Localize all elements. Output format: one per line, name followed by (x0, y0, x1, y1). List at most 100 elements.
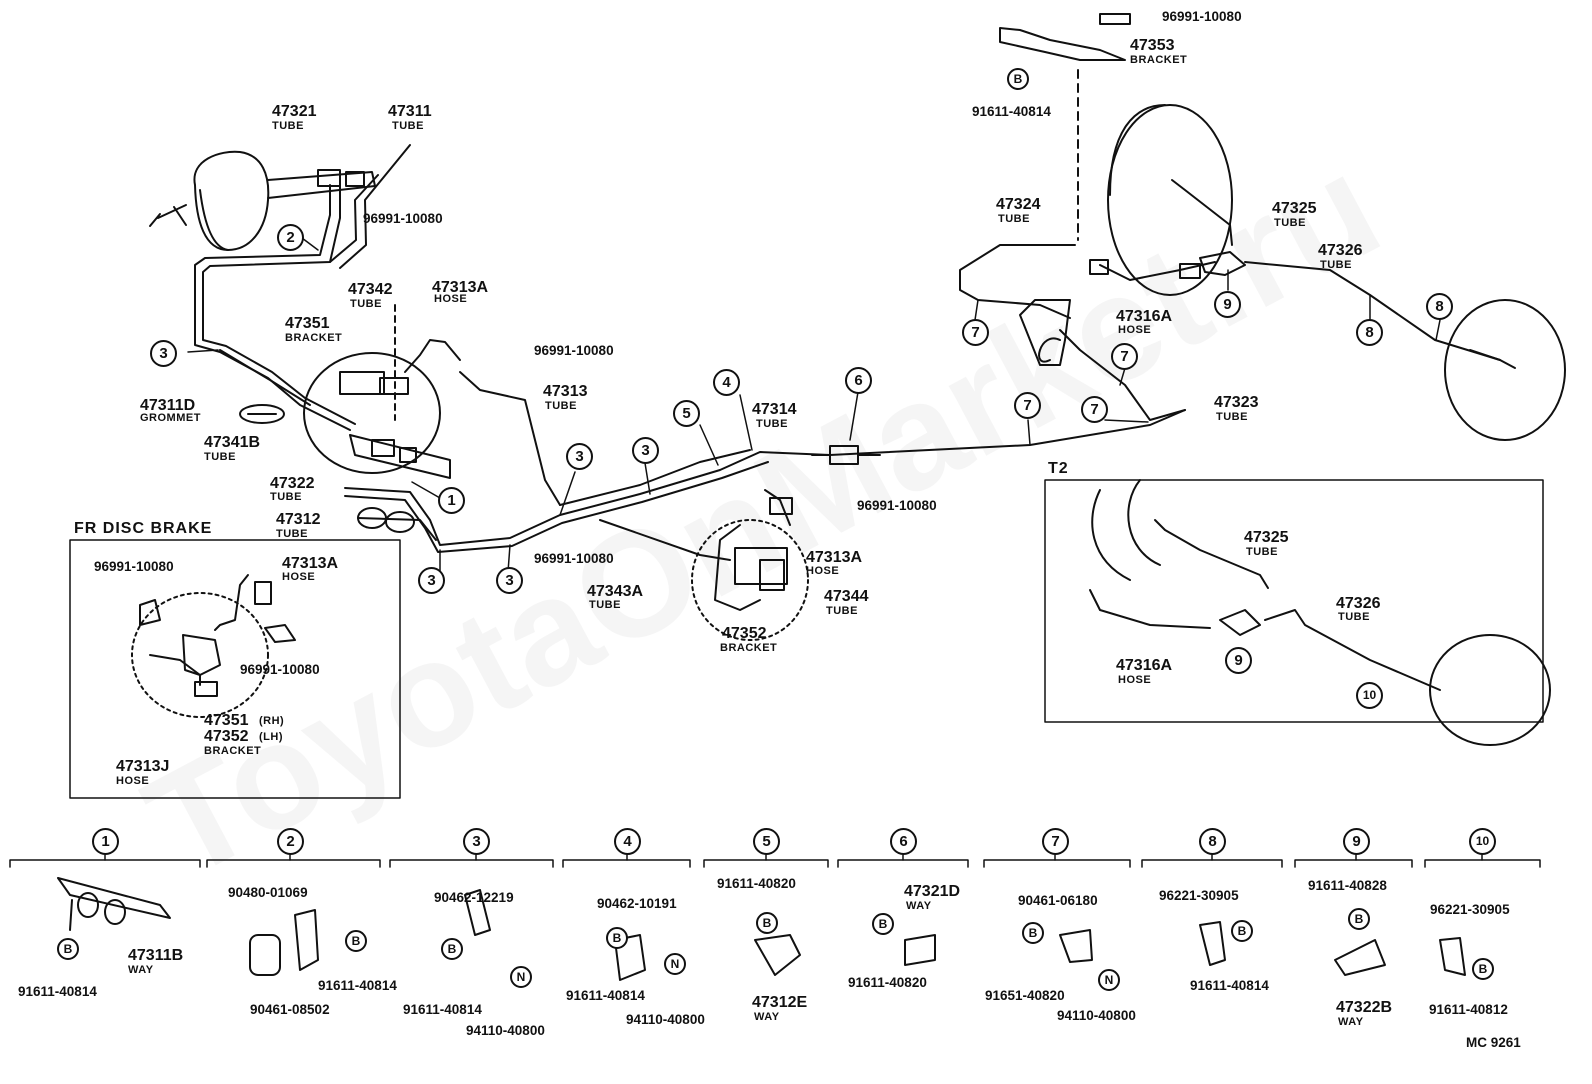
part-47312: 47312 (276, 511, 321, 528)
fr-part-47352: 47352 (204, 728, 249, 745)
rear-drum-upper (1107, 104, 1233, 296)
d2-part-90480: 90480-01069 (228, 885, 308, 900)
part-47324: 47324 (996, 196, 1041, 213)
d9-part-91611: 91611-40828 (1308, 878, 1387, 893)
t2-part-47325: 47325 (1244, 529, 1289, 546)
d10-part-96221: 96221-30905 (1430, 902, 1510, 917)
callout-9-main: 9 (1214, 291, 1241, 318)
d3-part-90462: 90462-12219 (434, 890, 514, 905)
detail-header-1: 1 (92, 828, 119, 855)
d9-way: WAY (1338, 1016, 1364, 1028)
t2-part-47326-type: TUBE (1338, 611, 1370, 623)
part-47313A-a: 47313A (432, 279, 489, 296)
part-47313A-a-type: HOSE (434, 293, 468, 305)
callout-4-main: 4 (713, 369, 740, 396)
part-96991-c: 96991-10080 (857, 498, 937, 513)
part-96991-a: 96991-10080 (363, 211, 443, 226)
part-47326-type: TUBE (1320, 259, 1352, 271)
part-47351-type: BRACKET (285, 332, 343, 344)
master-cylinder-lines (194, 144, 411, 431)
fr-disc-brake-inset (69, 539, 401, 799)
rear-hose (1089, 251, 1246, 279)
detail-header-7: 7 (1042, 828, 1069, 855)
d9-part-47322B: 47322B (1336, 999, 1393, 1016)
rear-bracket (999, 13, 1131, 61)
part-47353: 47353 (1130, 37, 1175, 54)
part-96991-b: 96991-10080 (534, 343, 614, 358)
d5-b-mark: B (756, 912, 778, 934)
d5-part-47312E: 47312E (752, 994, 808, 1011)
t2-part-47316A-type: HOSE (1118, 674, 1152, 686)
part-47344: 47344 (824, 588, 869, 605)
d8-part-96221: 96221-30905 (1159, 888, 1239, 903)
part-47314: 47314 (752, 401, 797, 418)
callout-1-main: 1 (438, 487, 465, 514)
detail-header-3: 3 (463, 828, 490, 855)
d4-n-mark: N (664, 953, 686, 975)
d3-b-mark: B (441, 938, 463, 960)
part-47342: 47342 (348, 281, 393, 298)
part-47352-type: BRACKET (720, 642, 778, 654)
callout-3-main-d: 3 (418, 567, 445, 594)
fr-part-47313A: 47313A (282, 555, 339, 572)
fr-part-47313J: 47313J (116, 758, 170, 775)
fr-part-47313J-type: HOSE (116, 775, 150, 787)
d7-part-94110: 94110-40800 (1057, 1008, 1136, 1023)
t2-part-47326: 47326 (1336, 595, 1381, 612)
part-47322: 47322 (270, 475, 315, 492)
part-47324-type: TUBE (998, 213, 1030, 225)
detail-header-4: 4 (614, 828, 641, 855)
front-left-disc (303, 352, 441, 474)
t2-parts (1089, 479, 1551, 746)
d5-part-91611: 91611-40820 (717, 876, 796, 891)
d2-b-mark: B (345, 930, 367, 952)
d1-b-mark: B (57, 938, 79, 960)
part-47323-type: TUBE (1216, 411, 1248, 423)
part-96991-d: 96991-10080 (534, 551, 614, 566)
callout-6-main: 6 (845, 367, 872, 394)
callout-7-main-a: 7 (962, 319, 989, 346)
d6-part-91611: 91611-40820 (848, 975, 927, 990)
brake-booster (149, 150, 376, 251)
detail-header-9: 9 (1343, 828, 1370, 855)
d7-part-90461: 90461-06180 (1018, 893, 1098, 908)
part-47311D-type: GROMMET (140, 412, 201, 424)
part-47313A-b-type: HOSE (806, 565, 840, 577)
part-47343A-type: TUBE (589, 599, 621, 611)
leader-lines (187, 237, 1441, 573)
proportioning-valve-area (691, 519, 809, 641)
part-47344-type: TUBE (826, 605, 858, 617)
part-47325: 47325 (1272, 200, 1317, 217)
callout-8-main-b: 8 (1426, 293, 1453, 320)
part-47316A: 47316A (1116, 308, 1173, 325)
d4-part-90462: 90462-10191 (597, 896, 677, 911)
rear-drum-lower (1444, 299, 1566, 441)
fr-part-47351-side: (RH) (259, 715, 285, 727)
detail-header-10: 10 (1469, 828, 1496, 855)
callout-7-main-b: 7 (1111, 343, 1138, 370)
part-47341B-type: TUBE (204, 451, 236, 463)
part-47314-type: TUBE (756, 418, 788, 430)
d4-part-94110: 94110-40800 (626, 1012, 705, 1027)
front-left-fittings (339, 304, 561, 506)
fr-part-47313A-type: HOSE (282, 571, 316, 583)
fr-part-47352-side: (LH) (259, 731, 283, 743)
part-47321: 47321 (272, 103, 317, 120)
fr-disc-brake-title: FR DISC BRAKE (74, 520, 213, 537)
part-47313A-b: 47313A (806, 549, 863, 566)
d3-part-91611: 91611-40814 (403, 1002, 482, 1017)
detail-parts (57, 877, 1466, 981)
d8-part-91611: 91611-40814 (1190, 978, 1269, 993)
fr-disc-brake-parts (131, 574, 296, 718)
part-47321-type: TUBE (272, 120, 304, 132)
part-47325-type: TUBE (1274, 217, 1306, 229)
part-47311: 47311 (388, 103, 432, 120)
detail-header-5: 5 (753, 828, 780, 855)
d6-b-mark: B (872, 913, 894, 935)
callout-7-main-d: 7 (1014, 392, 1041, 419)
part-47313-type: TUBE (545, 400, 577, 412)
part-47312-type: TUBE (276, 528, 308, 540)
callout-3-main-a: 3 (150, 340, 177, 367)
d6-part-47321D: 47321D (904, 883, 961, 900)
